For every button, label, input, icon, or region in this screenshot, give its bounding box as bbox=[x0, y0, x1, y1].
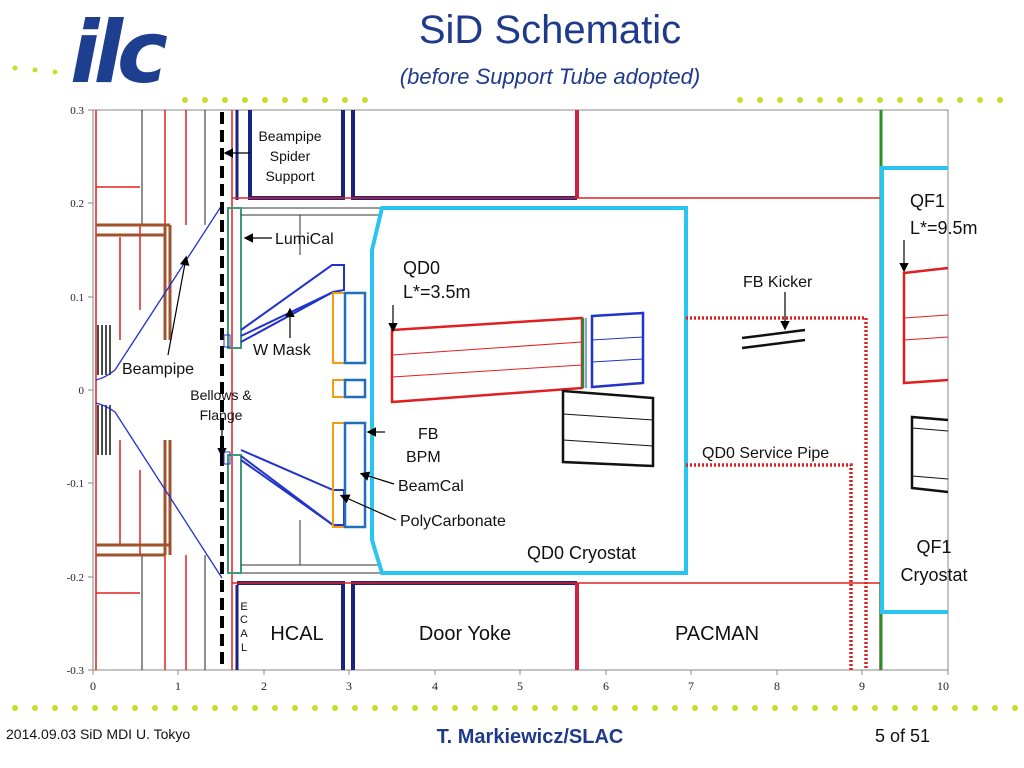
label-ecal-c: C bbox=[240, 614, 248, 626]
label-beampipe-spider-3: Support bbox=[265, 168, 314, 184]
x-tick-label: 2 bbox=[261, 679, 267, 693]
decorative-dots-top bbox=[12, 65, 1003, 103]
label-fb-bpm-1: FB bbox=[418, 426, 438, 443]
label-qd0-service-pipe: QD0 Service Pipe bbox=[702, 445, 829, 462]
beampipe-lines bbox=[95, 204, 223, 579]
qf1-lower-black-lines bbox=[911, 427, 949, 480]
label-ecal-e: E bbox=[240, 601, 247, 613]
x-tick-label: 8 bbox=[774, 679, 780, 693]
left-black-lines bbox=[141, 110, 206, 670]
w-mask-top bbox=[240, 264, 345, 343]
x-tick-label: 7 bbox=[688, 679, 694, 693]
x-tick-label: 0 bbox=[90, 679, 96, 693]
x-tick-label: 1 bbox=[175, 679, 181, 693]
footer-page-number: 5 of 51 bbox=[875, 726, 931, 746]
label-fb-kicker: FB Kicker bbox=[743, 274, 813, 291]
qf1-lower-black-box bbox=[910, 415, 949, 494]
x-tick-label: 10 bbox=[937, 679, 949, 693]
y-tick-label: 0 bbox=[79, 385, 85, 397]
x-tick-label: 3 bbox=[346, 679, 352, 693]
y-tick-label: 0.2 bbox=[70, 198, 84, 210]
left-red-structures bbox=[95, 110, 187, 670]
y-tick-label: -0.3 bbox=[67, 665, 85, 677]
label-qd0-1: QD0 bbox=[403, 258, 440, 278]
footer-date-venue: 2014.09.03 SiD MDI U. Tokyo bbox=[6, 726, 191, 742]
label-qf1-cryostat-2: Cryostat bbox=[900, 565, 967, 585]
annotation-arrows bbox=[167, 148, 909, 521]
x-tick-labels: 0 1 2 3 4 5 6 7 8 9 10 bbox=[90, 679, 949, 693]
slide-subtitle: (before Support Tube adopted) bbox=[399, 64, 701, 89]
label-qd0-2: L*=3.5m bbox=[403, 282, 471, 302]
label-beampipe: Beampipe bbox=[122, 361, 194, 378]
y-tick-label: 0.3 bbox=[70, 105, 84, 117]
lumical-bottom bbox=[227, 454, 242, 574]
slide-title: SiD Schematic bbox=[418, 8, 682, 52]
label-fb-bpm-2: BPM bbox=[406, 449, 441, 466]
x-tick-label: 9 bbox=[859, 679, 865, 693]
beamcal-mid bbox=[343, 378, 367, 399]
fb-kicker-lines bbox=[741, 328, 806, 350]
thin-boundary-lines bbox=[232, 207, 380, 574]
label-lumical: LumiCal bbox=[275, 231, 334, 248]
label-beamcal: BeamCal bbox=[398, 478, 464, 495]
y-tick-label: -0.2 bbox=[67, 572, 84, 584]
label-door-yoke: Door Yoke bbox=[419, 623, 511, 645]
footer-author: T. Markiewicz/SLAC bbox=[436, 726, 624, 748]
qd0-cryostat bbox=[370, 206, 688, 575]
label-beampipe-spider-1: Beampipe bbox=[258, 128, 321, 144]
qd0-blue-section bbox=[590, 311, 645, 389]
qf1-cryostat bbox=[880, 166, 948, 614]
qf1-magnet-inner-lines bbox=[903, 314, 949, 341]
label-qd0-cryostat: QD0 Cryostat bbox=[527, 543, 636, 563]
qd0-magnet-inner-lines bbox=[391, 341, 583, 378]
polycarbonate-mid bbox=[332, 379, 346, 398]
qd0-blue-inner-lines bbox=[585, 318, 644, 388]
brown-frame-top bbox=[96, 223, 172, 340]
lumical-inner-bottom bbox=[223, 451, 231, 465]
tick-marks bbox=[88, 109, 949, 675]
mask-housing bbox=[241, 214, 380, 566]
x-tick-label: 6 bbox=[603, 679, 609, 693]
label-qf1-1: QF1 bbox=[910, 191, 945, 211]
brown-frame-bottom bbox=[96, 440, 172, 557]
qd0-magnet bbox=[390, 316, 584, 404]
qd0-service-pipe bbox=[686, 316, 868, 670]
black-comb-top bbox=[97, 325, 111, 375]
lumical-inner-top bbox=[223, 334, 231, 348]
beamcal-bottom bbox=[343, 421, 367, 529]
x-tick-label: 5 bbox=[517, 679, 523, 693]
label-w-mask: W Mask bbox=[253, 342, 312, 359]
label-beampipe-spider-2: Spider bbox=[270, 148, 311, 164]
label-pacman: PACMAN bbox=[675, 623, 759, 645]
black-comb-bottom bbox=[97, 405, 111, 455]
qd0-lower-black-box bbox=[561, 389, 655, 468]
ilc-logo: ilc bbox=[70, 3, 168, 103]
label-qf1-cryostat-1: QF1 bbox=[916, 537, 951, 557]
y-tick-label: -0.1 bbox=[67, 478, 84, 490]
decorative-dots-bottom bbox=[12, 705, 1018, 711]
label-hcal: HCAL bbox=[270, 623, 323, 645]
y-tick-label: 0.1 bbox=[70, 292, 84, 304]
label-ecal-l: L bbox=[241, 642, 247, 654]
beamcal-top bbox=[343, 291, 367, 365]
w-mask-bottom bbox=[240, 449, 345, 526]
label-polycarbonate: PolyCarbonate bbox=[400, 513, 506, 530]
qd0-lower-black-lines bbox=[562, 413, 654, 447]
label-ecal-a: A bbox=[240, 628, 248, 640]
qf1-magnet bbox=[902, 266, 949, 385]
label-bellows-1: Bellows & bbox=[190, 387, 252, 403]
y-tick-labels: 0.3 0.2 0.1 0 -0.1 -0.2 -0.3 bbox=[67, 105, 85, 677]
polycarbonate-top bbox=[332, 292, 346, 364]
x-tick-label: 4 bbox=[432, 679, 438, 693]
lumical-top bbox=[227, 207, 242, 349]
label-bellows-2: Flange bbox=[200, 407, 243, 423]
label-qf1-2: L*=9.5m bbox=[910, 218, 978, 238]
